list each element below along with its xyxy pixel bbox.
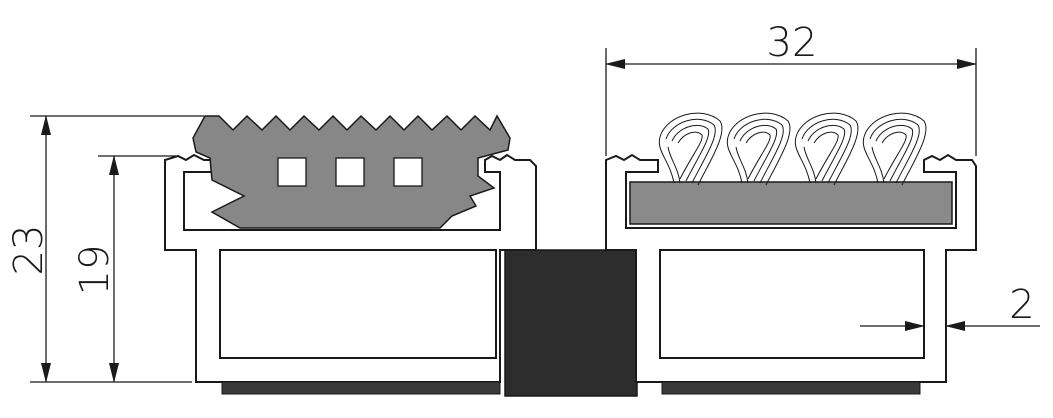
right-profile — [605, 112, 977, 395]
left-base-pad — [221, 381, 501, 395]
dimension-label-width: 32 — [767, 20, 818, 66]
carpet-tuft-1 — [658, 112, 723, 186]
dimension-height-19: 19 — [72, 155, 176, 383]
carpet-tuft-4 — [862, 112, 927, 186]
rubber-hole-3 — [393, 157, 423, 187]
center-connector — [504, 249, 638, 397]
right-hollow-chamber — [659, 249, 925, 359]
carpet-tuft-2 — [726, 112, 791, 186]
carpet-tufts — [658, 112, 927, 186]
right-base-pad — [661, 381, 921, 395]
left-hollow-chamber — [219, 249, 497, 359]
dimension-width-32: 32 — [605, 20, 977, 156]
dimension-label-total-height: 23 — [6, 225, 52, 276]
carpet-backing-strip — [629, 181, 953, 225]
dimension-label-wall: 2 — [1009, 282, 1034, 328]
rubber-hole-1 — [277, 157, 307, 187]
rubber-hole-2 — [335, 157, 365, 187]
left-profile — [164, 114, 537, 395]
carpet-tuft-3 — [794, 112, 859, 186]
dimension-wall-2: 2 — [860, 282, 1040, 331]
dimension-label-inner-height: 19 — [72, 245, 118, 296]
